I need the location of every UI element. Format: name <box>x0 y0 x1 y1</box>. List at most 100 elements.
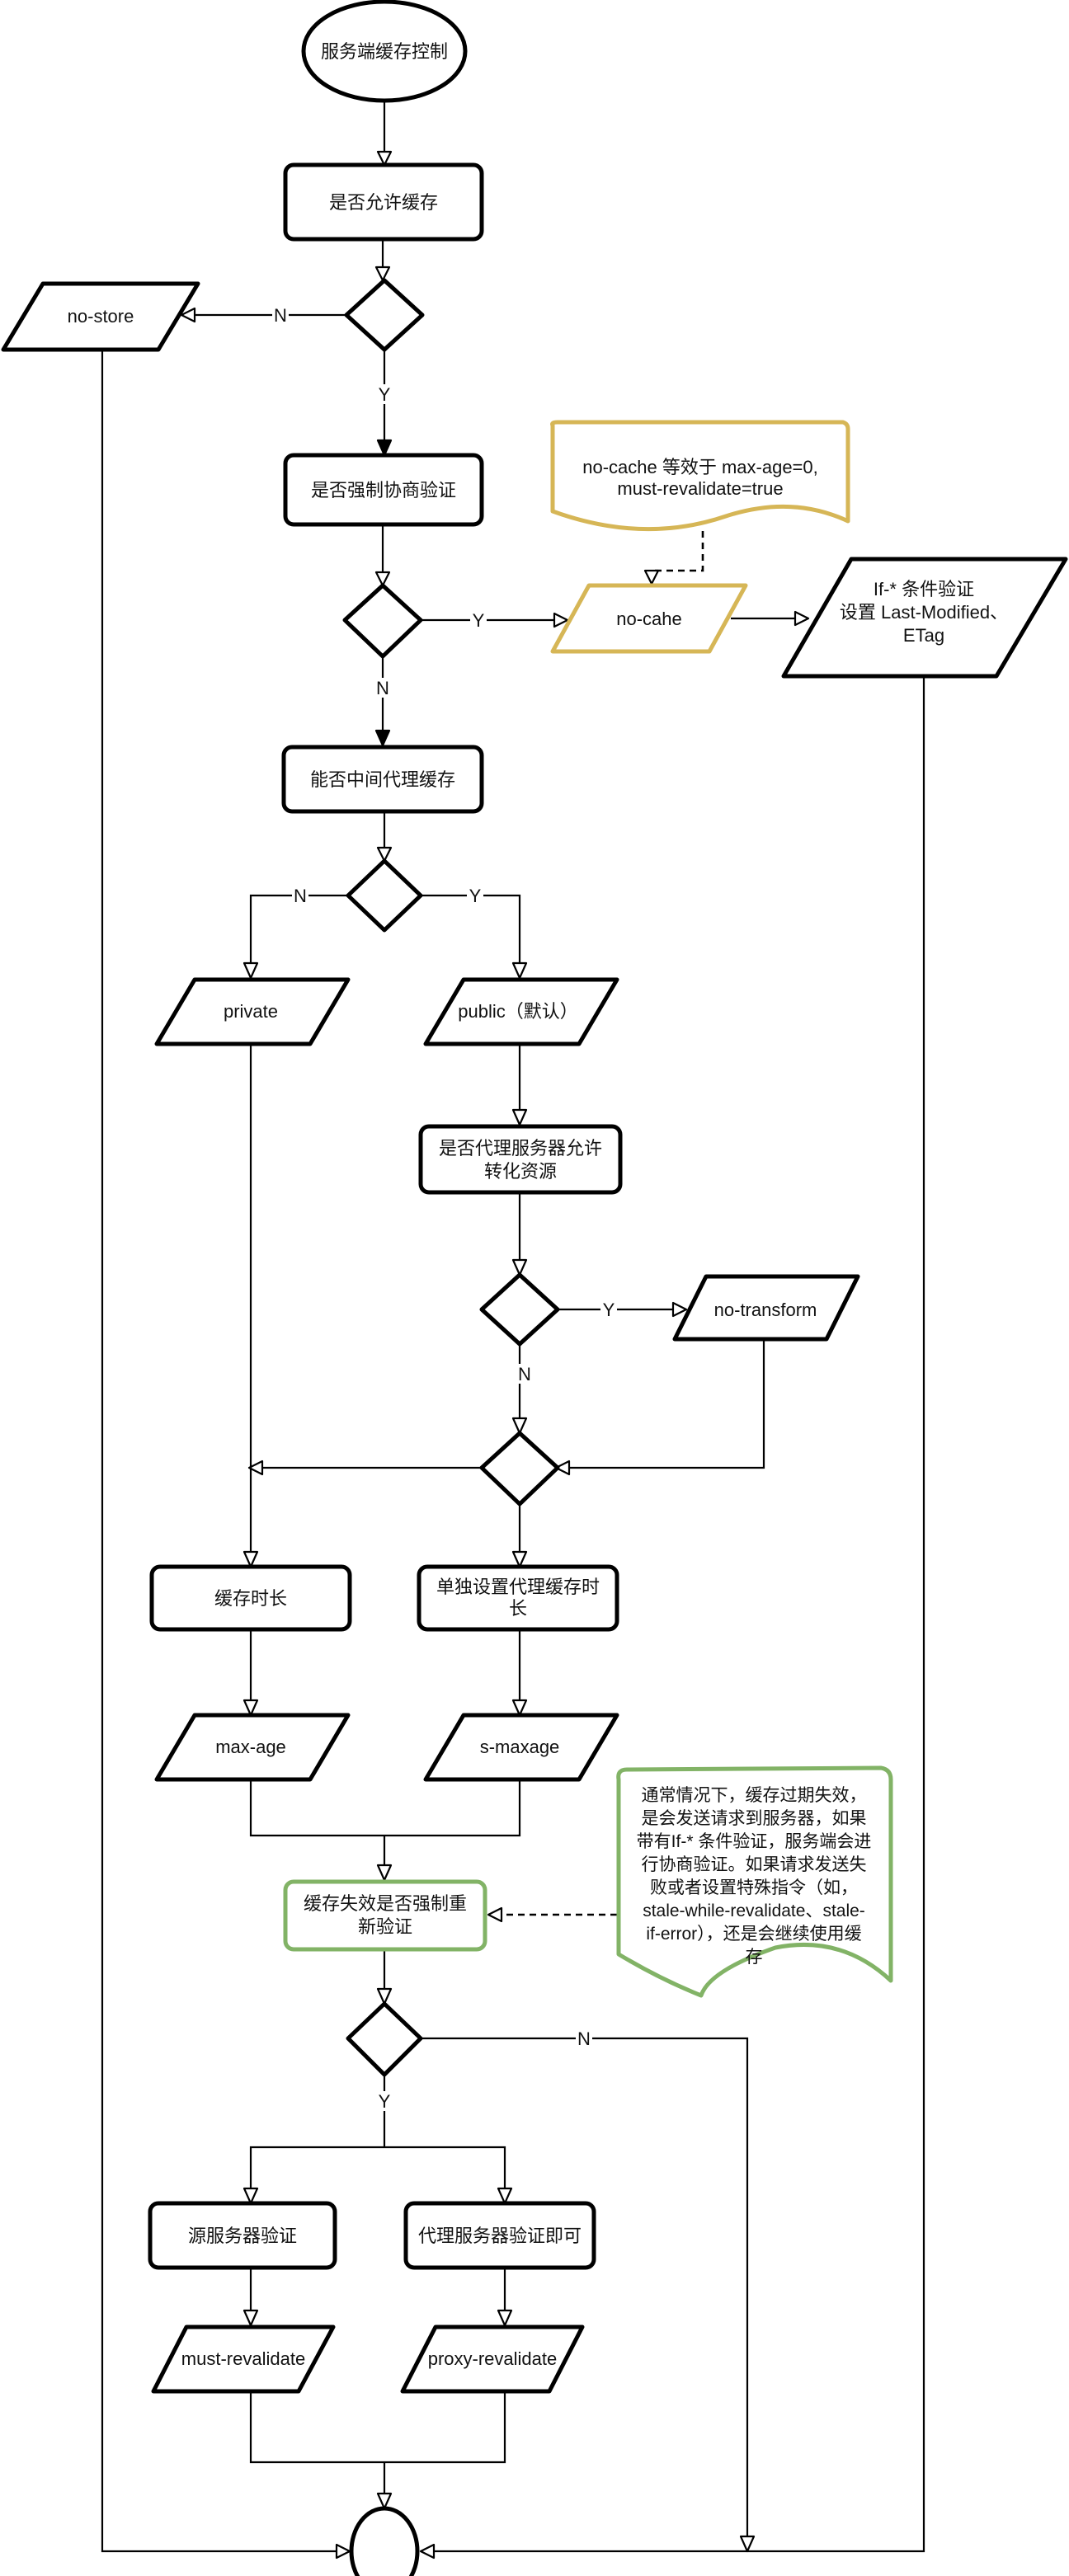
force-negotiate-label: 是否强制协商验证 <box>311 480 456 501</box>
edge-label-decision3-yes: Y <box>469 886 482 906</box>
arrowhead <box>511 1550 528 1568</box>
edge-label-decision6-yes: Y <box>379 2091 391 2112</box>
arrowhead <box>374 571 391 587</box>
must-revalidate-output[interactable]: must-revalidate <box>151 2325 336 2394</box>
proxy-revalidate-output[interactable]: proxy-revalidate <box>400 2325 585 2394</box>
proxy-transform-process[interactable]: 是否代理服务器允许 转化资源 <box>418 1124 623 1195</box>
conditional-line-2: 设置 Last-Modified、 <box>840 602 1008 623</box>
arrowhead <box>376 2492 393 2510</box>
edge-split-validate <box>249 2146 506 2202</box>
arrowhead <box>497 2187 513 2205</box>
edge-decision3-yes <box>421 894 521 976</box>
arrowhead <box>376 1987 393 2005</box>
no-cache-output[interactable]: no-cahe <box>550 583 748 654</box>
decision-proxy-cacheable[interactable] <box>346 858 423 933</box>
max-age-output[interactable]: max-age <box>154 1713 351 1782</box>
edge-decision6-no <box>421 2037 749 2550</box>
s-maxage-output[interactable]: s-maxage <box>423 1713 619 1782</box>
end-node[interactable] <box>349 2506 420 2576</box>
edge-label-decision6-no: N <box>577 2028 591 2049</box>
arrowhead <box>374 729 391 747</box>
arrowhead <box>376 1864 393 1882</box>
no-store-label: no-store <box>68 306 134 327</box>
allow-cache-process[interactable]: 是否允许缓存 <box>283 162 484 242</box>
edge-merge-revalidate <box>249 2391 506 2464</box>
start-node-label: 服务端缓存控制 <box>321 41 448 62</box>
allow-cache-label: 是否允许缓存 <box>329 192 438 213</box>
edge-label-decision2-no: N <box>376 678 389 698</box>
proxy-transform-line-2: 转化资源 <box>484 1161 557 1182</box>
arrowhead <box>511 1417 528 1435</box>
arrowhead <box>497 2309 513 2327</box>
arrowhead <box>739 2535 756 2553</box>
arrowhead <box>374 266 391 282</box>
cache-duration-process[interactable]: 缓存时长 <box>149 1564 352 1632</box>
stale-note-line-5: 败或者设置特殊指令（如， <box>650 1878 858 1897</box>
decision-allow-cache[interactable] <box>344 278 425 352</box>
arrowhead <box>511 1258 528 1276</box>
proxy-validate-process[interactable]: 代理服务器验证即可 <box>403 2201 596 2270</box>
proxy-validate-label: 代理服务器验证即可 <box>418 2226 582 2246</box>
no-cache-note: no-cache 等效于 max-age=0, must-revalidate=… <box>550 420 850 532</box>
arrowhead <box>511 961 528 980</box>
proxy-duration-line-2: 长 <box>509 1598 527 1619</box>
proxy-cacheable-process[interactable]: 能否中间代理缓存 <box>281 745 484 814</box>
no-store-output[interactable]: no-store <box>1 281 200 352</box>
proxy-revalidate-label: proxy-revalidate <box>428 2348 558 2369</box>
conditional-line-1: If-* 条件验证 <box>874 579 974 599</box>
stale-note-line-8: 存 <box>746 1948 763 1967</box>
stale-note-line-6: stale-while-revalidate、stale- <box>643 1901 865 1920</box>
decision-proxy-transform[interactable] <box>479 1272 560 1347</box>
max-age-label: max-age <box>215 1737 286 1757</box>
arrowhead <box>487 1906 503 1923</box>
no-cache-label: no-cahe <box>616 609 682 629</box>
edge-conditional-to-end <box>421 678 925 2553</box>
edges <box>101 102 925 2560</box>
edge-label-decision1-no: N <box>274 305 287 326</box>
decision-merge[interactable] <box>479 1431 560 1507</box>
arrowhead <box>376 150 393 167</box>
stale-note-line-3: 带有If-* 条件验证，服务端会进 <box>637 1832 872 1851</box>
private-output[interactable]: private <box>154 977 351 1046</box>
expire-revalidate-line-1: 缓存失效是否强制重 <box>304 1893 467 1914</box>
must-revalidate-label: must-revalidate <box>181 2348 305 2369</box>
edge-no-store-to-end <box>101 350 348 2553</box>
edge-label-decision3-no: N <box>294 886 307 906</box>
expire-revalidate-line-2: 新验证 <box>358 1916 412 1937</box>
arrowhead <box>243 1699 259 1717</box>
arrowhead <box>243 2187 259 2205</box>
stale-note-line-1: 通常情况下，缓存过期失效， <box>642 1786 867 1805</box>
arrowhead <box>335 2543 351 2560</box>
proxy-cacheable-label: 能否中间代理缓存 <box>310 769 455 790</box>
arrowhead <box>376 439 393 457</box>
proxy-duration-process[interactable]: 单独设置代理缓存时 长 <box>417 1564 619 1632</box>
conditional-line-3: ETag <box>903 625 944 646</box>
stale-note-line-4: 行协商验证。如果请求发送失 <box>642 1855 867 1874</box>
public-output[interactable]: public（默认） <box>423 977 619 1046</box>
arrowhead <box>243 1550 259 1568</box>
force-negotiate-process[interactable]: 是否强制协商验证 <box>283 453 484 527</box>
decision-expire-revalidate[interactable] <box>346 2001 423 2077</box>
proxy-transform-line-1: 是否代理服务器允许 <box>439 1138 602 1159</box>
decision-force-negotiate[interactable] <box>342 583 423 659</box>
arrowhead <box>243 2309 259 2327</box>
conditional-validation-output[interactable]: If-* 条件验证 设置 Last-Modified、 ETag <box>781 557 1068 679</box>
start-node[interactable]: 服务端缓存控制 <box>301 0 468 103</box>
no-transform-label: no-transform <box>714 1300 817 1320</box>
no-cache-note-line-2: must-revalidate=true <box>617 478 783 499</box>
origin-validate-process[interactable]: 源服务器验证 <box>148 2201 337 2270</box>
stale-note: 通常情况下，缓存过期失效， 是会发送请求到服务器，如果 带有If-* 条件验证，… <box>616 1765 893 1998</box>
edge-no-transform-to-decision5 <box>558 1339 765 1469</box>
edge-label-decision2-yes: Y <box>473 610 485 631</box>
arrowhead <box>180 307 196 323</box>
expire-revalidate-process[interactable]: 缓存失效是否强制重 新验证 <box>283 1879 487 1952</box>
s-maxage-label: s-maxage <box>480 1737 560 1757</box>
no-transform-output[interactable]: no-transform <box>672 1274 860 1342</box>
arrowhead <box>376 846 393 863</box>
edge-note-to-no-cache <box>650 531 704 581</box>
no-cache-note-line-1: no-cache 等效于 max-age=0, <box>582 457 818 477</box>
arrowhead <box>553 612 569 628</box>
arrowhead <box>643 569 660 585</box>
